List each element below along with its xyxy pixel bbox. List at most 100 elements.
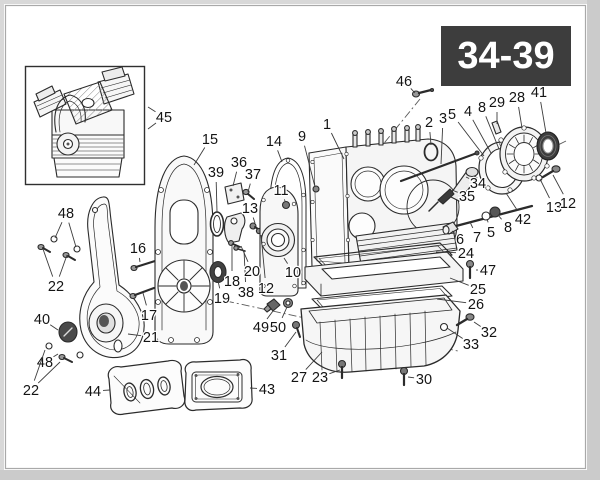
part-callout-number: 8 [504, 220, 512, 236]
callout-leader-line [469, 221, 474, 229]
part-callout-number: 49 [253, 320, 269, 336]
callout-leader-line [266, 310, 274, 320]
callout-leader-line [330, 132, 345, 160]
part-callout-number: 31 [271, 348, 287, 364]
part-callout-number: 23 [312, 370, 328, 386]
bolt-washer-12-13-right [535, 165, 561, 182]
plug-49-ring-50-bolt-31 [263, 297, 301, 338]
screws-20-38 [228, 240, 246, 252]
part-callout-number: 5 [487, 225, 495, 241]
callout-leader-line [127, 333, 142, 337]
part-callout-number: 15 [202, 132, 218, 148]
callout-leader-line [435, 251, 457, 254]
callout-leader-line [147, 122, 157, 130]
callout-leader-line [33, 349, 46, 381]
callout-leader-line [304, 145, 316, 188]
callout-leader-line [540, 101, 547, 134]
callout-leader-line [486, 218, 489, 223]
part-callout-number: 45 [156, 110, 172, 126]
fasteners-bottom-left [45, 342, 84, 363]
pan-bolts [337, 259, 475, 387]
part-callout-number: 25 [470, 282, 486, 298]
part-callout-number: 48 [37, 355, 53, 371]
callout-leader-line [497, 214, 502, 220]
part-callout-number: 44 [85, 384, 101, 400]
callout-leader-line [305, 351, 323, 370]
bearing-housing-28 [498, 125, 550, 182]
oil-funnel-34-35 [428, 166, 479, 212]
cylinder-studs [352, 124, 421, 148]
part-callout-number: 39 [208, 165, 224, 181]
callout-leader-line [147, 106, 156, 113]
part-callout-number: 7 [473, 230, 481, 246]
callout-leader-line [193, 147, 206, 166]
callout-leader-line [552, 174, 564, 195]
part-callout-number: 5 [448, 107, 456, 123]
retainer-plate-36 [224, 182, 245, 205]
washer-5-nut-8-lower [481, 206, 501, 221]
part-callout-number: 35 [459, 189, 475, 205]
part-callout-number: 21 [143, 330, 159, 346]
part-callout-number: 29 [489, 95, 505, 111]
tie-rod-3 [399, 150, 480, 183]
screw-37 [242, 188, 255, 200]
engine-overview-art [33, 66, 135, 178]
part-callout-number: 36 [231, 155, 247, 171]
callout-leader-line [37, 361, 61, 384]
belt-cover-part [79, 196, 145, 359]
part-callout-number: 6 [456, 232, 464, 248]
callout-leader-line [505, 192, 518, 211]
part-callout-number: 38 [238, 285, 254, 301]
part-callout-number: 34 [470, 176, 486, 192]
part-callout-number: 22 [48, 279, 64, 295]
callout-leader-line [429, 131, 432, 146]
callout-leader-line [54, 222, 63, 239]
callout-leader-line [485, 116, 500, 150]
part-callout-number: 41 [531, 85, 547, 101]
callout-leader-line [451, 230, 454, 233]
part-callout-number: 27 [291, 370, 307, 386]
stud-bolt-17 [129, 286, 156, 300]
part-callout-number: 8 [478, 100, 486, 116]
part-callout-number: 24 [458, 246, 474, 262]
callout-leader-line [277, 150, 283, 163]
callout-leader-line [436, 298, 467, 304]
callout-leader-line [465, 176, 470, 179]
callout-leader-line [252, 217, 256, 224]
callout-leader-line [68, 222, 77, 248]
callout-leader-line [410, 88, 416, 94]
callout-leader-line [283, 257, 288, 264]
part-callout-number: 13 [546, 200, 562, 216]
part-callout-number: 19 [214, 291, 230, 307]
part-callout-number: 26 [468, 297, 484, 313]
oil-seal-41 [536, 131, 560, 161]
callout-leader-line [446, 327, 463, 339]
part-callout-number: 12 [560, 196, 576, 212]
callout-leader-line [472, 119, 492, 154]
part-callout-number: 11 [273, 183, 288, 199]
part-callout-number: 33 [463, 337, 479, 353]
part-callout-number: 22 [23, 383, 39, 399]
callout-leader-line [49, 324, 59, 331]
callout-leader-line [539, 178, 550, 199]
gasket-kit-44 [107, 359, 186, 416]
part-callout-number: 14 [266, 134, 282, 150]
part-callout-number: 30 [416, 372, 432, 388]
callout-leader-line [284, 331, 297, 348]
stud-bolt-16 [130, 259, 157, 272]
part-callout-number: 32 [481, 325, 497, 341]
callout-leader-line [138, 257, 141, 263]
gasket-kit-43 [184, 358, 253, 412]
callout-leader-line [240, 245, 249, 262]
callout-leader-line [243, 249, 246, 283]
stud-46 [411, 87, 435, 98]
part-callout-number: 9 [298, 129, 306, 145]
part-callout-number: 48 [58, 206, 74, 222]
page-range-badge: 34-39 [441, 26, 571, 86]
part-callout-number: 42 [515, 212, 531, 228]
timing-cover-part [154, 155, 214, 345]
part-callout-number: 40 [34, 312, 50, 328]
part-callout-number: 13 [242, 201, 258, 217]
dowel-pin-29 [491, 120, 502, 135]
